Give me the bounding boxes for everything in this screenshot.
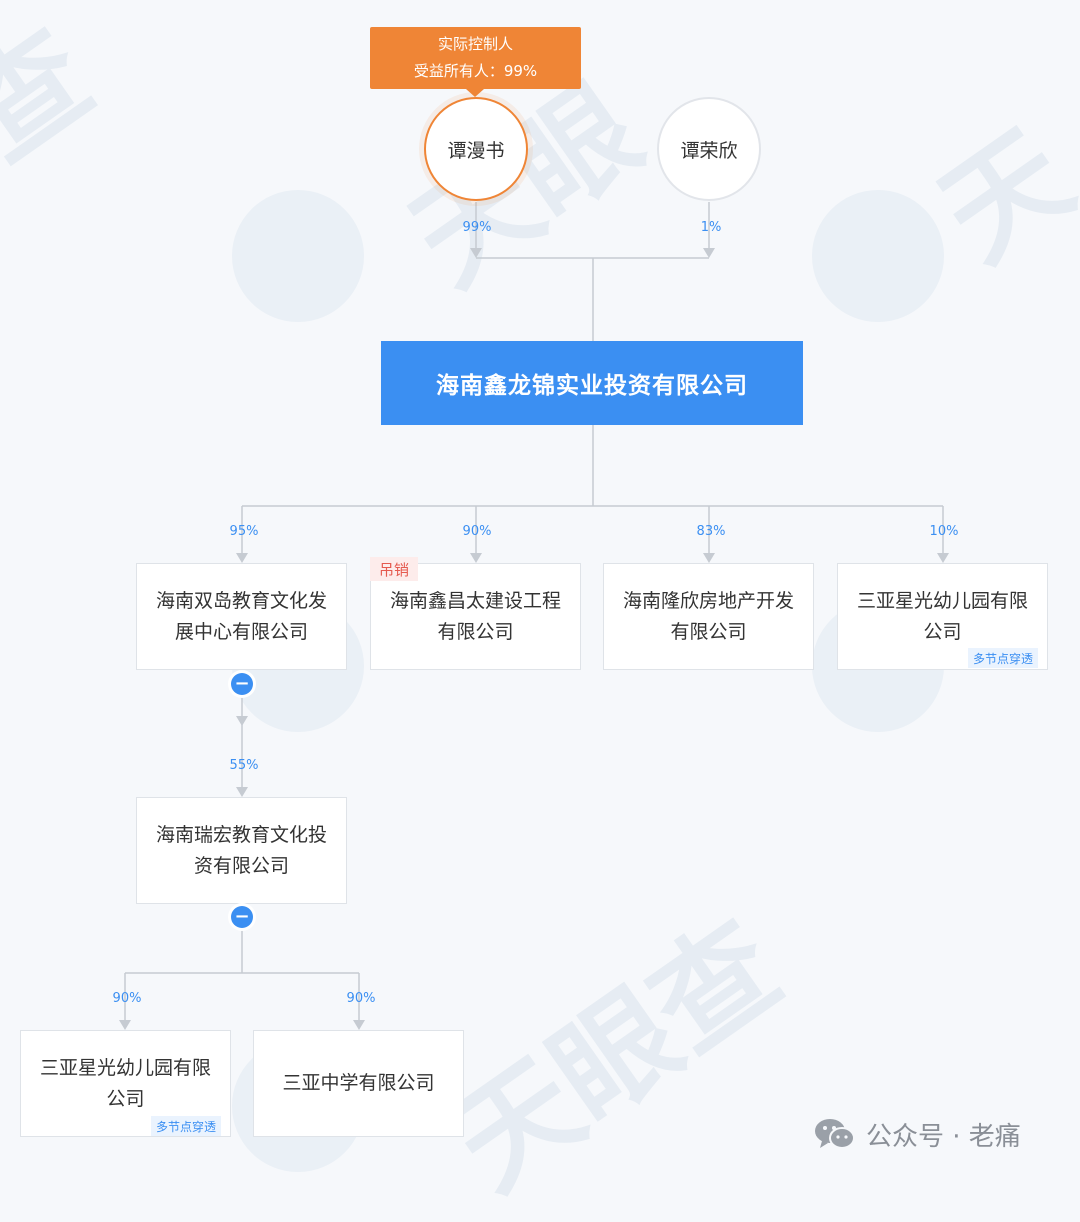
company-name: 海南隆欣房地产开发有限公司: [622, 589, 794, 643]
share-percent: 90%: [346, 991, 376, 1006]
equity-diagram: 天眼 天 天眼查 查: [0, 5, 1080, 1217]
share-percent: 1%: [700, 220, 722, 235]
arrow-icon: [470, 553, 482, 563]
arrow-icon: [937, 553, 949, 563]
actual-controller-tag: 实际控制人 受益所有人：99%: [370, 27, 581, 89]
share-percent: 83%: [696, 524, 726, 539]
arrow-icon: [236, 716, 248, 726]
root-company-name: 海南鑫龙锦实业投资有限公司: [436, 373, 748, 399]
wechat-icon: [814, 1116, 856, 1152]
company-name: 海南鑫昌太建设工程有限公司: [389, 589, 561, 643]
subsidiary-node-level2[interactable]: 海南瑞宏教育文化投资有限公司: [136, 797, 347, 904]
share-percent: 10%: [929, 524, 959, 539]
multi-node-penetration-badge[interactable]: 多节点穿透: [968, 648, 1039, 668]
arrow-icon: [703, 248, 715, 258]
footer-text: 公众号 · 老痛: [866, 1121, 1021, 1152]
footer-watermark: 公众号 · 老痛: [814, 1114, 1021, 1154]
arrow-icon: [470, 248, 482, 258]
share-percent: 90%: [112, 991, 142, 1006]
company-name: 海南双岛教育文化发展中心有限公司: [155, 589, 327, 643]
shareholder-node-primary[interactable]: 谭漫书: [424, 97, 528, 201]
root-company-node[interactable]: 海南鑫龙锦实业投资有限公司: [381, 341, 803, 425]
multi-node-penetration-badge[interactable]: 多节点穿透: [151, 1116, 222, 1136]
controller-tag-pointer: [466, 89, 484, 97]
arrow-icon: [119, 1020, 131, 1030]
revoked-badge: 吊销: [370, 557, 418, 581]
arrow-icon: [703, 553, 715, 563]
company-name: 三亚中学有限公司: [282, 1072, 435, 1094]
subsidiary-node-level3[interactable]: 三亚中学有限公司: [253, 1030, 464, 1137]
controller-tag-line2: 受益所有人：99%: [413, 62, 538, 80]
connector-lines: [119, 202, 949, 1030]
company-name: 三亚星光幼儿园有限公司: [39, 1056, 211, 1110]
collapse-button[interactable]: −: [231, 906, 253, 928]
subsidiary-node[interactable]: 海南双岛教育文化发展中心有限公司: [136, 563, 347, 670]
subsidiary-node[interactable]: 海南隆欣房地产开发有限公司: [603, 563, 814, 670]
arrow-icon: [353, 1020, 365, 1030]
share-percent: 99%: [462, 220, 492, 235]
shareholder-node-secondary[interactable]: 谭荣欣: [657, 97, 761, 201]
collapse-button[interactable]: −: [231, 673, 253, 695]
share-percent: 55%: [229, 758, 259, 773]
share-percent: 95%: [229, 524, 259, 539]
shareholder-name: 谭荣欣: [680, 139, 738, 162]
controller-tag-line1: 实际控制人: [437, 35, 513, 53]
company-name: 海南瑞宏教育文化投资有限公司: [155, 823, 327, 877]
share-percent: 90%: [462, 524, 492, 539]
arrow-icon: [236, 787, 248, 797]
arrow-icon: [236, 553, 248, 563]
company-name: 三亚星光幼儿园有限公司: [856, 589, 1028, 643]
shareholder-name: 谭漫书: [447, 139, 505, 162]
